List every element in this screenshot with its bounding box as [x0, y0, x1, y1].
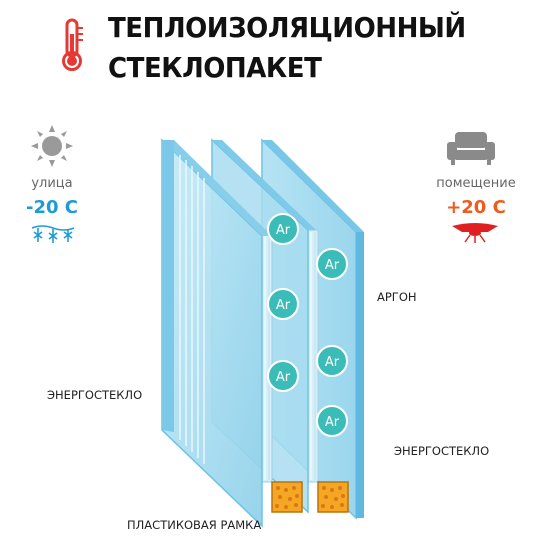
inside-temperature: +20 С — [446, 197, 506, 218]
armchair-icon — [447, 132, 495, 165]
plastic-frame-label: ПЛАСТИКОВАЯ РАМКА — [127, 518, 262, 532]
outside-temperature: -20 С — [26, 197, 78, 218]
argon-badge-text: Ar — [325, 415, 340, 430]
inside-label: помещение — [436, 176, 516, 191]
argon-badge: Ar — [267, 288, 299, 320]
argon-badge-text: Ar — [276, 298, 291, 313]
argon-badge: Ar — [267, 213, 299, 245]
title-line-2: СТЕКЛОПАКЕТ — [108, 51, 322, 84]
argon-badge-text: Ar — [325, 258, 340, 273]
title-line-1: ТЕПЛОИЗОЛЯЦИОННЫЙ — [108, 11, 466, 44]
desiccant-filler-right — [317, 481, 349, 513]
argon-badge: Ar — [267, 360, 299, 392]
sun-icon — [31, 125, 73, 167]
argon-badge-text: Ar — [276, 370, 291, 385]
heat-lamp-icon — [452, 223, 498, 243]
page-title: ТЕПЛОИЗОЛЯЦИОННЫЙ СТЕКЛОПАКЕТ — [108, 8, 466, 88]
outside-label: улица — [31, 176, 73, 191]
desiccant-filler-left — [271, 481, 303, 513]
glass-pane-outer — [161, 138, 272, 528]
argon-badge-text: Ar — [325, 355, 340, 370]
snowflake-icon — [31, 225, 75, 243]
argon-badge-text: Ar — [276, 223, 291, 238]
energy-glass-label-right: ЭНЕРГОСТЕКЛО — [394, 444, 490, 458]
thermometer-icon — [62, 18, 83, 71]
argon-badge: Ar — [316, 345, 348, 377]
spacer-frame-left — [261, 229, 273, 483]
energy-glass-label-left: ЭНЕРГОСТЕКЛО — [47, 388, 143, 402]
argon-label: АРГОН — [377, 290, 417, 304]
argon-badge: Ar — [316, 405, 348, 437]
argon-badge: Ar — [316, 248, 348, 280]
